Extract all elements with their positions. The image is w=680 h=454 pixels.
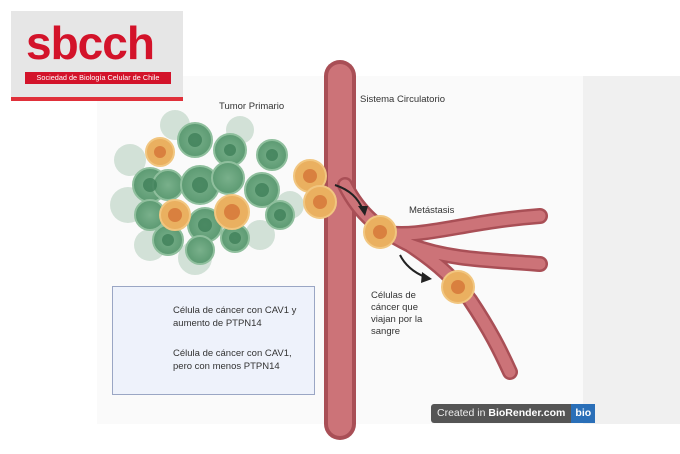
arrow-head-2: [421, 272, 432, 283]
logo-bar: [11, 97, 183, 101]
label-metastasis: Metástasis: [409, 205, 455, 216]
watermark-brand: BioRender.com: [488, 407, 566, 419]
label-tumor: Tumor Primario: [219, 101, 285, 112]
orange-cells: [145, 137, 475, 304]
logo-wordmark: sbcch: [26, 17, 155, 69]
sbcch-logo: sbcch Sociedad de Biología Celular de Ch…: [11, 11, 183, 101]
line: Células de: [371, 290, 416, 301]
line: sangre: [371, 326, 401, 337]
line: viajan por la: [371, 314, 423, 325]
legend: Célula de cáncer con CAV1 y aumento de P…: [112, 286, 315, 395]
arrow-head-1: [358, 206, 368, 216]
side-background: [583, 76, 680, 424]
biorender-text: Created in BioRender.com: [431, 404, 572, 423]
tumor-cluster: [110, 110, 304, 275]
label-travelling-cells: Células de cáncer que viajan por la sang…: [371, 290, 422, 338]
line: Célula de cáncer con CAV1 y: [173, 305, 297, 316]
blood-vessels: [324, 60, 548, 440]
legend-item-green: Célula de cáncer con CAV1 y aumento de P…: [173, 304, 296, 330]
legend-item-orange: Célula de cáncer con CAV1, pero con meno…: [173, 347, 292, 373]
line: pero con menos PTPN14: [173, 361, 280, 372]
label-circulatory: Sistema Circulatorio: [360, 94, 445, 105]
line: aumento de PTPN14: [173, 318, 262, 329]
line: cáncer que: [371, 302, 419, 313]
biorender-badge: bio: [571, 404, 596, 423]
biorender-watermark[interactable]: Created in BioRender.com bio: [431, 404, 596, 423]
line: Célula de cáncer con CAV1,: [173, 348, 292, 359]
watermark-prefix: Created in: [437, 407, 489, 419]
logo-subtitle: Sociedad de Biología Celular de Chile: [25, 72, 171, 84]
